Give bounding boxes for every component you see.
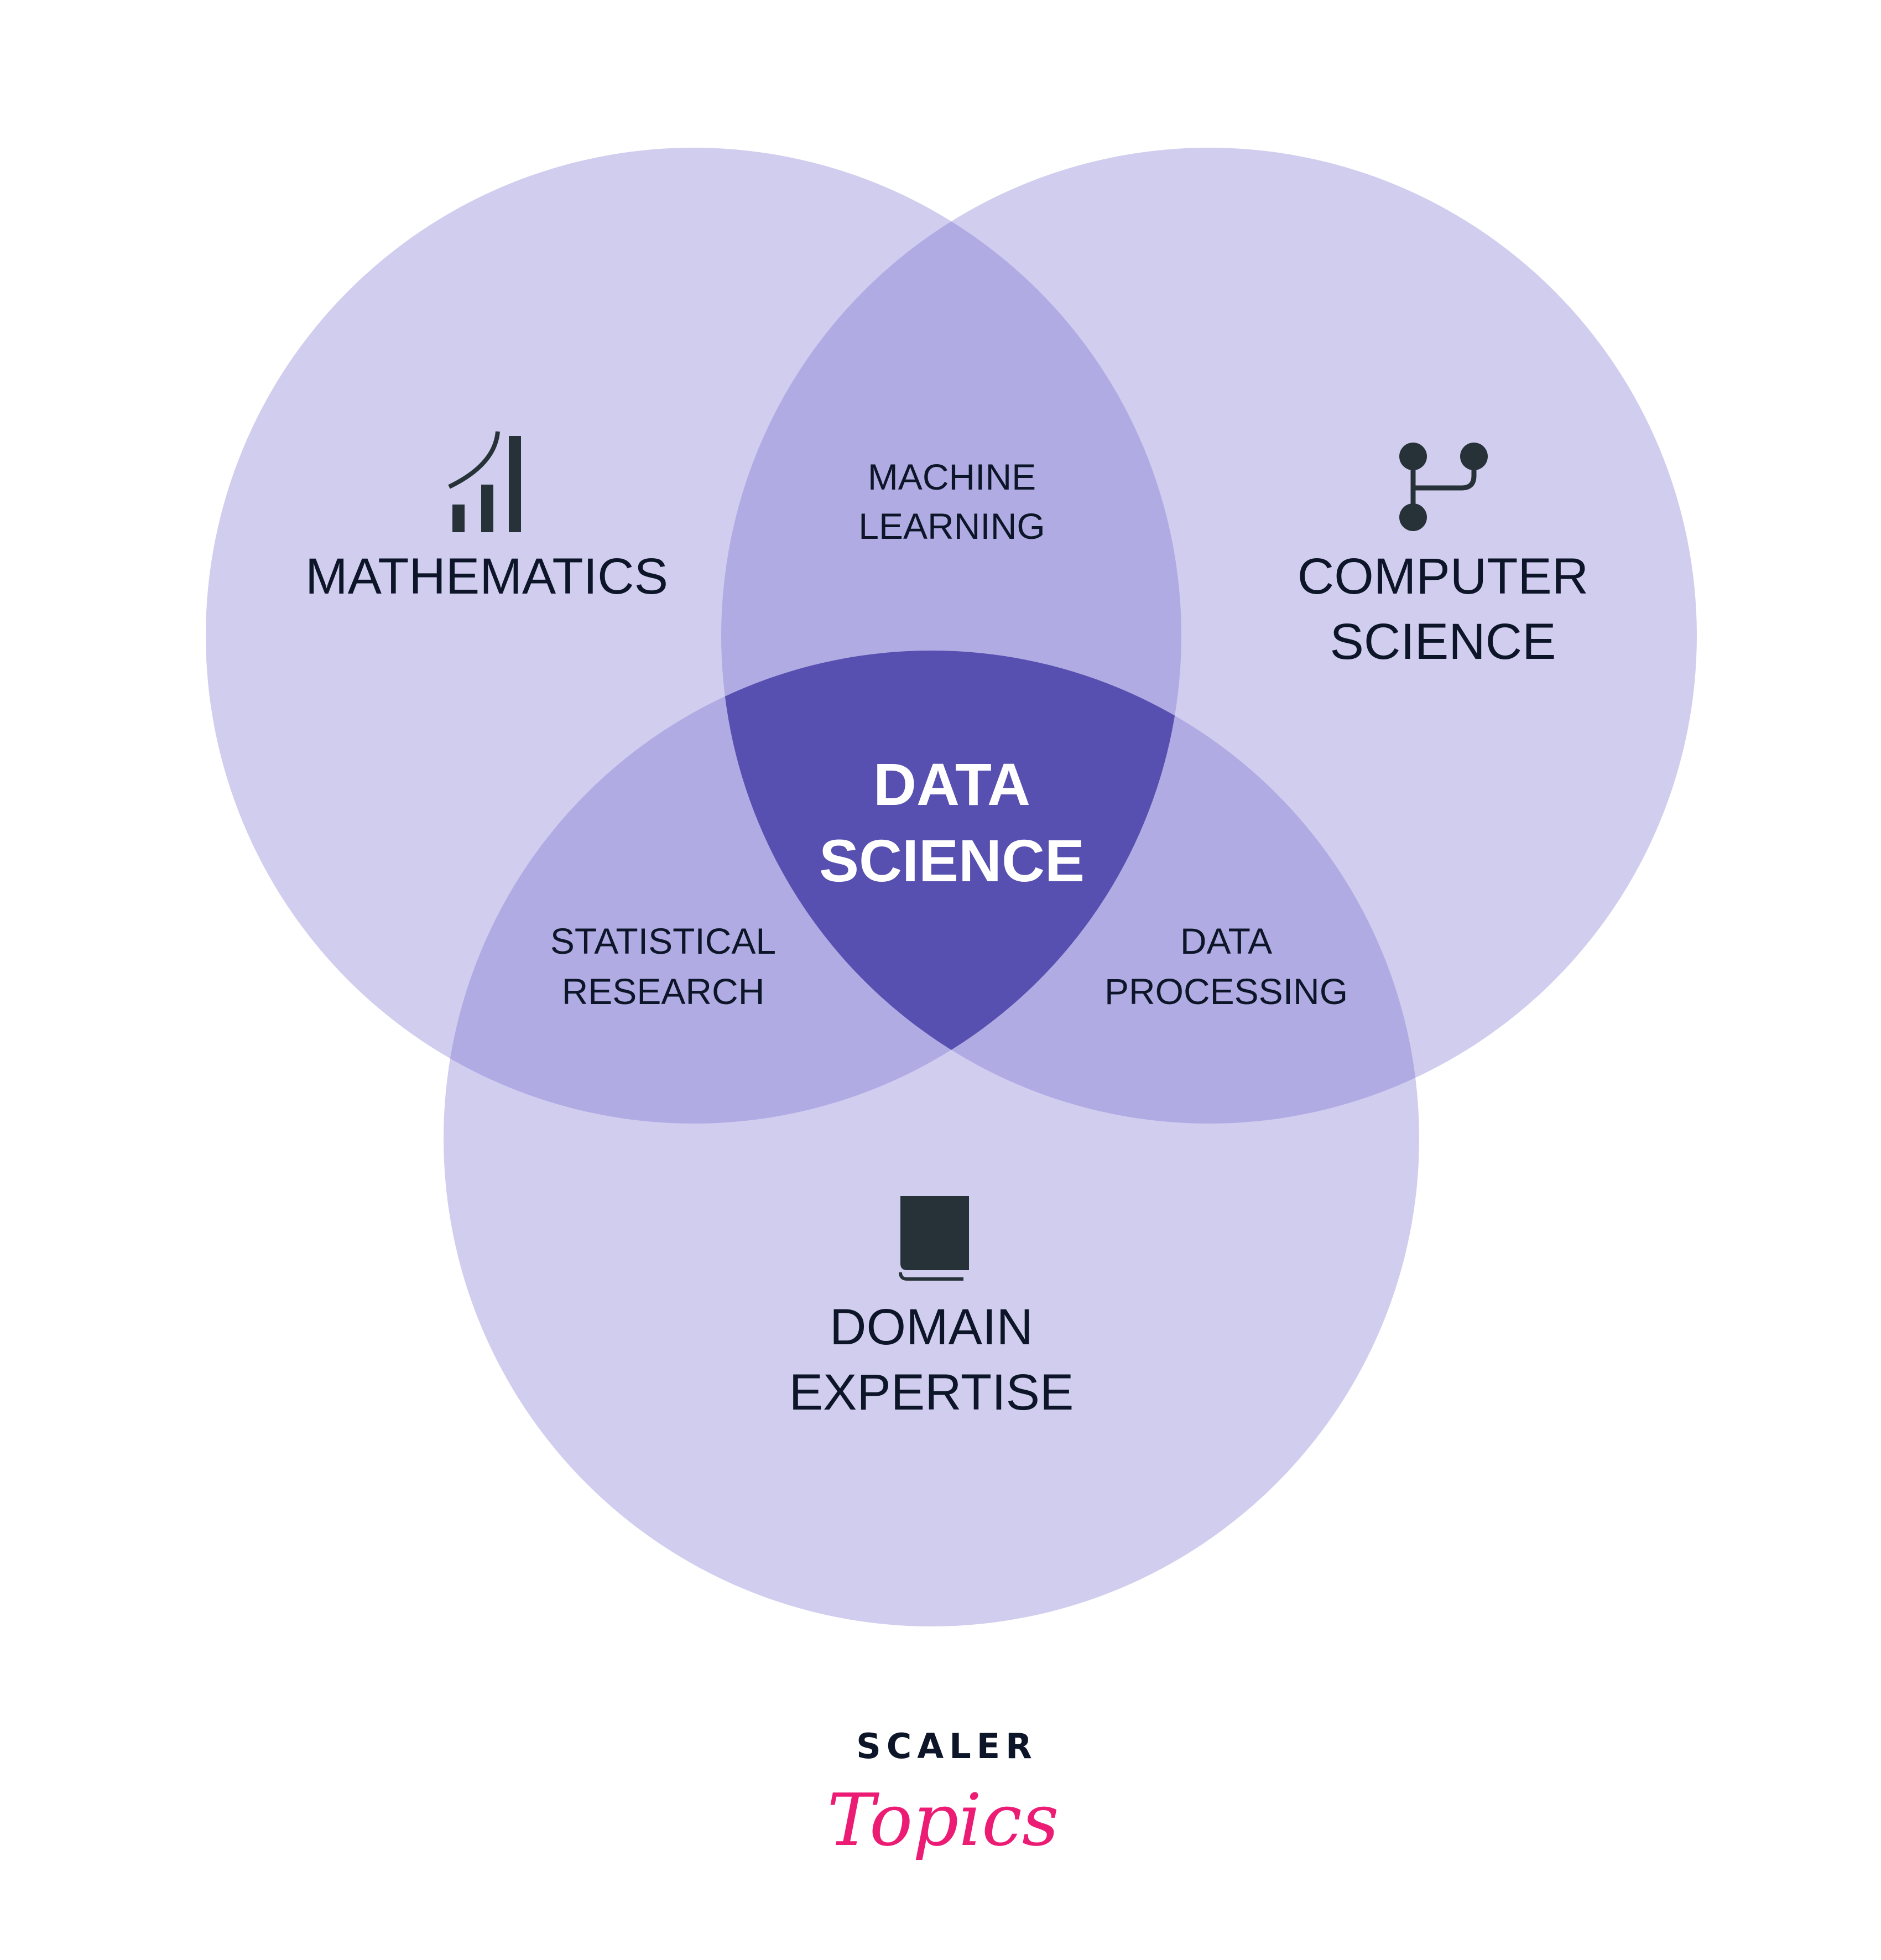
logo-scaler: SCALER [856, 1726, 1038, 1766]
scaler-topics-logo: SCALER Topics [827, 1726, 1059, 1862]
label-mathematics: MATHEMATICS [305, 548, 668, 605]
label-domain-expertise-line2: EXPERTISE [789, 1364, 1074, 1421]
book-icon [899, 1196, 969, 1281]
venn-circles [206, 148, 1697, 1626]
label-data-processing-line2: PROCESSING [1104, 971, 1348, 1012]
label-computer-science-line1: COMPUTER [1298, 548, 1588, 605]
git-branch-icon [1399, 443, 1488, 531]
label-computer-science-line2: SCIENCE [1330, 614, 1556, 670]
label-machine-learning-line2: LEARNING [858, 506, 1045, 547]
logo-topics: Topics [827, 1778, 1059, 1862]
label-machine-learning-line1: MACHINE [868, 456, 1036, 497]
label-domain-expertise-line1: DOMAIN [830, 1299, 1033, 1355]
overlap-data-processing [721, 651, 1419, 1124]
label-statistical-research-line1: STATISTICAL [550, 921, 776, 961]
label-statistical-research-line2: RESEARCH [562, 971, 765, 1012]
label-data-science-line1: DATA [873, 751, 1030, 818]
label-data-science-line2: SCIENCE [819, 827, 1085, 894]
label-data-processing-line1: DATA [1180, 921, 1272, 961]
chart-growth-icon [448, 431, 521, 532]
